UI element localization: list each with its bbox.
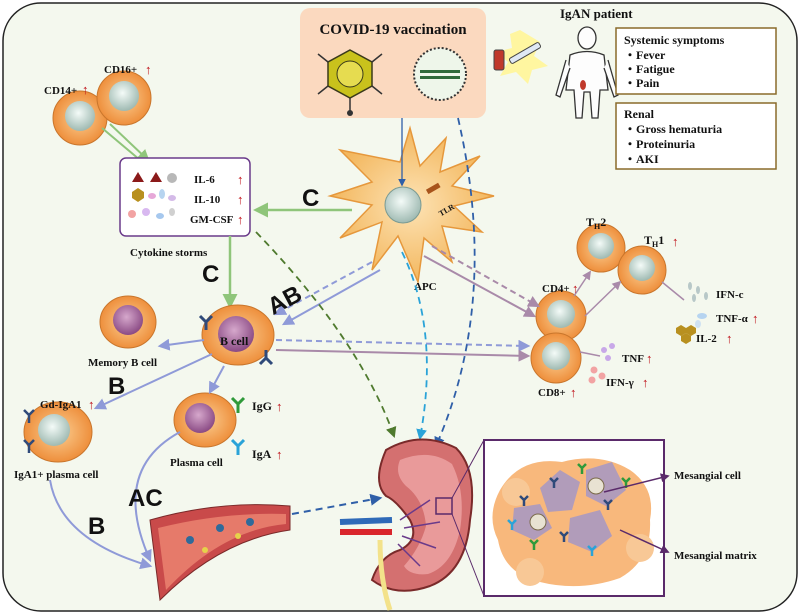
systemic-symptoms-box: Systemic symptoms ・Fever ・Fatigue ・Pain xyxy=(615,27,777,95)
il2-label: IL-2 xyxy=(696,333,717,345)
ifnc-label: IFN-c xyxy=(716,289,744,301)
cd4-t-cell xyxy=(535,290,587,342)
mesangial-zoom-panel xyxy=(483,439,665,597)
il6-up-arrow: ↑ xyxy=(237,172,244,187)
patient-title: IgAN patient xyxy=(560,6,633,21)
ifng-label: IFN-γ xyxy=(606,377,634,389)
apc-label: APC xyxy=(414,281,437,293)
systemic-item-fatigue: ・Fatigue xyxy=(624,62,675,76)
systemic-item-pain: ・Pain xyxy=(624,76,660,90)
il10-up-arrow: ↑ xyxy=(237,192,244,207)
blood-vessel xyxy=(149,504,291,602)
systemic-title: Systemic symptoms xyxy=(624,33,725,47)
th1-cytokines xyxy=(676,282,708,344)
monocyte-cd16 xyxy=(96,70,152,126)
tnf-label: TNF xyxy=(622,353,644,365)
renal-item-hematuria: ・Gross hematuria xyxy=(624,122,722,136)
cd8-label: CD8+ xyxy=(538,387,566,399)
cytokine-il6: IL-6 xyxy=(194,174,215,186)
cd16-up-arrow: ↑ xyxy=(145,62,152,77)
cytokine-il10: IL-10 xyxy=(194,194,221,206)
tnf-up-arrow: ↑ xyxy=(646,351,653,366)
cd8-cytokines xyxy=(588,343,615,384)
tnfa-up-arrow: ↑ xyxy=(752,311,759,326)
iga1-plasma-cell-label: IgA1+ plasma cell xyxy=(14,469,99,481)
th1-up-arrow: ↑ xyxy=(672,234,679,249)
renal-symptoms-box: Renal ・Gross hematuria ・Proteinuria ・AKI xyxy=(615,102,777,170)
il2-up-arrow: ↑ xyxy=(726,331,733,346)
iga-up-arrow: ↑ xyxy=(276,447,283,462)
cd14-label: CD14+ xyxy=(44,85,77,97)
mesangial-cell-label: Mesangial cell xyxy=(674,470,741,482)
th2-cell xyxy=(576,223,626,273)
ifng-up-arrow: ↑ xyxy=(642,375,649,390)
b-cell xyxy=(198,304,275,366)
monocyte-cd14 xyxy=(52,90,108,146)
cd8-t-cell xyxy=(530,332,582,384)
vaccination-box: COVID-19 vaccination xyxy=(300,8,486,118)
cytokine-gmcsf: GM-CSF xyxy=(190,214,234,226)
plasma-cell-label: Plasma cell xyxy=(170,457,223,469)
pathway-label-c-lower: C xyxy=(202,261,219,288)
memory-b-cell-label: Memory B cell xyxy=(88,357,157,369)
igg-up-arrow: ↑ xyxy=(276,399,283,414)
viral-vector-icon xyxy=(317,49,383,116)
renal-title: Renal xyxy=(624,107,655,121)
th1-cell xyxy=(617,245,667,295)
cytokine-box: IL-6 ↑ IL-10 ↑ GM-CSF ↑ xyxy=(119,157,251,237)
gd-iga1-up-arrow: ↑ xyxy=(88,397,95,412)
cd4-up-arrow: ↑ xyxy=(572,281,579,296)
b-cell-label: B cell xyxy=(220,334,249,348)
patient-figure: IgAN patient xyxy=(493,6,633,119)
cd16-label: CD16+ xyxy=(104,64,137,76)
th1-label: TH1 xyxy=(644,233,664,249)
renal-item-proteinuria: ・Proteinuria xyxy=(624,137,695,151)
apc-dendritic-cell: TLR xyxy=(327,125,495,285)
gd-iga1-label: Gd-IgA1 xyxy=(40,399,82,411)
plasma-cell xyxy=(173,392,246,455)
systemic-item-fever: ・Fever xyxy=(624,48,666,62)
iga-label: IgA xyxy=(252,447,272,461)
cytokine-storm-caption: Cytokine storms xyxy=(130,247,208,259)
vaccination-title: COVID-19 vaccination xyxy=(319,22,467,38)
igg-label: IgG xyxy=(252,399,272,413)
th2-label: TH2 xyxy=(586,215,606,231)
mesangial-matrix-label: Mesangial matrix xyxy=(674,550,757,562)
cd8-up-arrow: ↑ xyxy=(570,385,577,400)
cd4-label: CD4+ xyxy=(542,283,570,295)
pathway-label-c-upper: C xyxy=(302,185,319,212)
memory-b-cell xyxy=(99,295,157,349)
renal-item-aki: ・AKI xyxy=(624,152,659,166)
pathway-label-b-lower: B xyxy=(88,513,105,540)
pathway-label-b-upper: B xyxy=(108,373,125,400)
iga1-plasma-cell xyxy=(23,401,93,463)
kidney xyxy=(339,438,474,611)
tnfa-label: TNF-α xyxy=(716,313,749,325)
gmcsf-up-arrow: ↑ xyxy=(237,212,244,227)
pathway-label-ac: AC xyxy=(128,485,163,512)
mrna-nanoparticle-icon xyxy=(413,47,467,101)
syringe-icon xyxy=(493,30,548,84)
cd14-up-arrow: ↑ xyxy=(82,82,89,97)
